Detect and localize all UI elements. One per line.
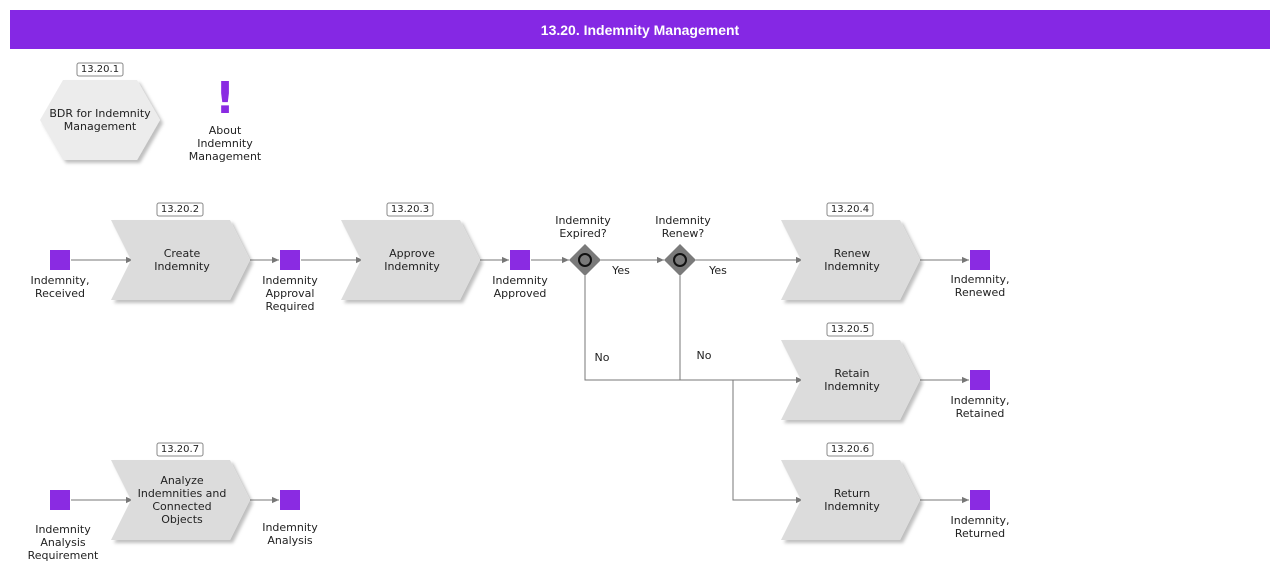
renewed-label: Indemnity, Renewed <box>950 273 1010 299</box>
bdr-badge: 13.20.1 <box>80 64 120 75</box>
return-label: Return Indemnity <box>824 487 880 513</box>
renew-indemnity-function[interactable] <box>781 220 920 300</box>
event-indemnity-renewed[interactable] <box>970 250 990 270</box>
retain-label: Retain Indemnity <box>824 367 880 393</box>
gateway-renew-no: No <box>696 349 712 362</box>
renew-label: Renew Indemnity <box>824 247 880 273</box>
return-badge-box <box>826 442 874 457</box>
received-label: Indemnity, Received <box>30 274 90 300</box>
return-indemnity-function[interactable] <box>781 460 920 540</box>
retain-indemnity-function[interactable] <box>781 340 920 420</box>
approve-badge-box <box>386 202 434 217</box>
gateway-renew-question: Indemnity Renew? <box>655 214 711 240</box>
retain-badge: 13.20.5 <box>830 324 870 335</box>
create-label: Create Indemnity <box>154 247 210 273</box>
approve-label: Approve Indemnity <box>384 247 440 273</box>
create-badge: 13.20.2 <box>160 204 200 215</box>
gateway-expired-question: Indemnity Expired? <box>555 214 611 240</box>
create-indemnity-function[interactable] <box>111 220 250 300</box>
analysis-label: Indemnity Analysis <box>262 521 318 547</box>
page-title: 13.20. Indemnity Management <box>10 10 1270 49</box>
approve-indemnity-function[interactable] <box>341 220 480 300</box>
analyze-label: Analyze Indemnities and Connected Object… <box>137 474 227 526</box>
approve-badge: 13.20.3 <box>390 204 430 215</box>
retain-badge-box <box>826 322 874 337</box>
event-indemnity-received[interactable] <box>50 250 70 270</box>
approval-required-label: Indemnity Approval Required <box>262 274 318 313</box>
gateway-expired-yes: Yes <box>612 264 630 277</box>
about-label[interactable]: About Indemnity Management <box>188 124 262 163</box>
approved-label: Indemnity Approved <box>492 274 548 300</box>
renew-badge: 13.20.4 <box>830 204 870 215</box>
bdr-label: BDR for Indemnity Management <box>49 107 151 133</box>
event-analysis-requirement[interactable] <box>50 490 70 510</box>
returned-label: Indemnity, Returned <box>950 514 1010 540</box>
gateway-renew[interactable] <box>664 244 696 276</box>
gateway-renew-yes: Yes <box>709 264 727 277</box>
bdr-badge-box <box>76 62 124 77</box>
retained-label: Indemnity, Retained <box>950 394 1010 420</box>
analyze-indemnities-function[interactable] <box>111 460 250 540</box>
exclamation-icon[interactable]: ! <box>214 73 236 124</box>
event-indemnity-returned[interactable] <box>970 490 990 510</box>
create-badge-box <box>156 202 204 217</box>
event-indemnity-analysis[interactable] <box>280 490 300 510</box>
event-approval-required[interactable] <box>280 250 300 270</box>
renew-badge-box <box>826 202 874 217</box>
event-indemnity-retained[interactable] <box>970 370 990 390</box>
analysis-requirement-label: Indemnity Analysis Requirement <box>27 523 99 562</box>
return-badge: 13.20.6 <box>830 444 870 455</box>
analyze-badge-box <box>156 442 204 457</box>
bdr-hexagon[interactable] <box>40 80 160 160</box>
edge-gw1-no <box>584 276 803 384</box>
gateway-expired[interactable] <box>569 244 601 276</box>
analyze-badge: 13.20.7 <box>160 444 200 455</box>
gateway-expired-no: No <box>594 351 610 364</box>
event-indemnity-approved[interactable] <box>510 250 530 270</box>
edge-to-return <box>732 380 803 504</box>
